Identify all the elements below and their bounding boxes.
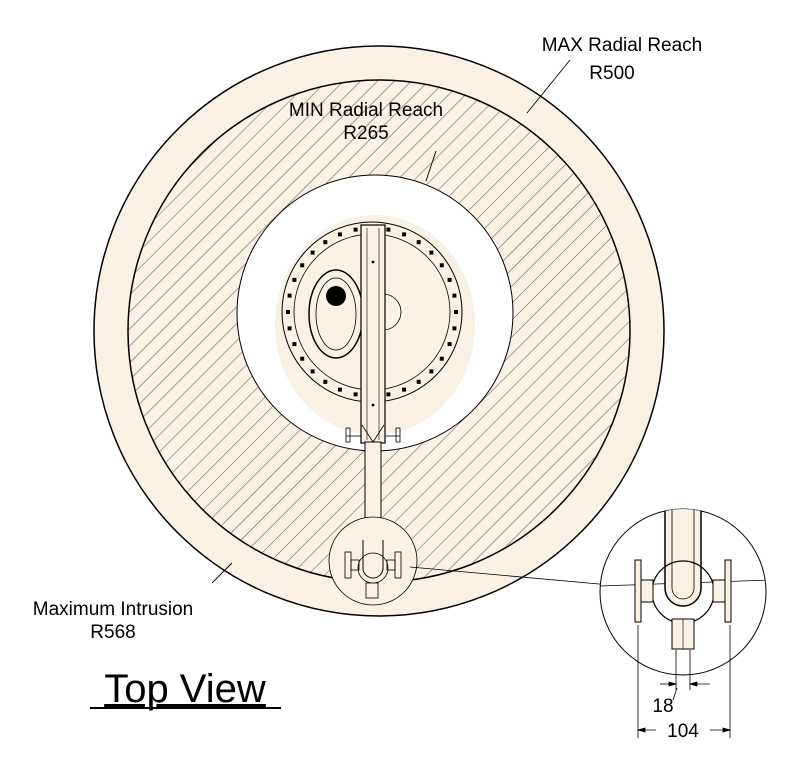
bolt-hole [300,263,305,268]
detail-view [599,508,767,676]
min-reach-value: R265 [343,123,388,144]
bolt-hole [286,310,290,314]
bolt-hole [452,326,457,331]
bolt-hole [386,392,391,397]
bolt-hole [337,387,342,392]
flange-window [308,269,364,359]
bolt-hole [323,379,328,384]
bolt-hole [447,277,452,282]
max-reach-label: MAX Radial Reach [542,35,703,56]
dim-18-text: 18 [652,696,673,717]
dim-104 [636,625,732,738]
bolt-hole [310,250,315,255]
bolt-hole [292,342,297,347]
bolt-hole [429,369,434,374]
bolt-hole [292,277,297,282]
bolt-hole [416,379,421,384]
max-reach-value: R500 [589,63,634,84]
bolt-hole [287,326,292,331]
detail-leader-line [409,566,611,586]
bolt-hole [386,227,391,232]
bolt-hole [447,342,452,347]
bolt-hole [402,232,407,237]
label-leaders [211,59,571,584]
dim-104-text: 104 [667,721,699,742]
bolt-hole [429,250,434,255]
arm-upper [345,224,401,444]
bolt-hole [287,293,292,298]
bolt-hole [353,227,358,232]
bolt-hole [353,392,358,397]
wrist-small [344,540,402,599]
bolt-hole [439,356,444,361]
bolt-hole [337,232,342,237]
bolt-hole [402,387,407,392]
bolt-hole [454,310,458,314]
intrusion-label: Maximum Intrusion [33,599,194,620]
flange-window-inner [315,277,357,351]
bolt-hole [452,293,457,298]
view-title: Top View [104,667,266,711]
min-reach-label: MIN Radial Reach [289,100,443,121]
bolt-hole [310,369,315,374]
bolt-hole [416,240,421,245]
bolt-hole [323,240,328,245]
dim-18 [660,650,710,701]
intrusion-value: R568 [90,622,135,643]
bolt-hole [439,263,444,268]
flange-dot [326,286,346,306]
bolt-hole [300,356,305,361]
